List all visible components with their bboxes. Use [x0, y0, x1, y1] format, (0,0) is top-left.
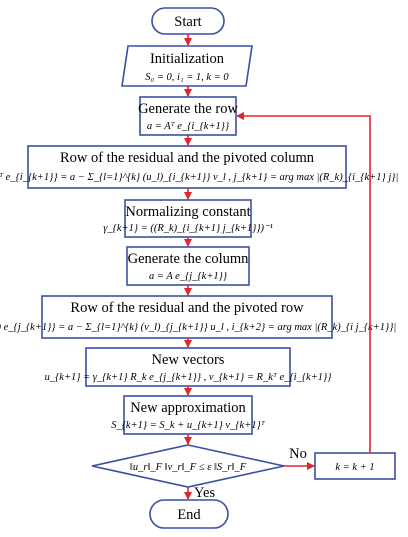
decision-formula: ‖u_r‖_F ‖v_r‖_F ≤ ε ‖S_r‖_F	[130, 462, 247, 473]
row-residual-title: Row of the residual and the pivoted colu…	[60, 150, 315, 166]
increment-node: k = k + 1	[314, 452, 396, 480]
new-vectors-title: New vectors	[152, 352, 225, 368]
start-node: Start	[151, 7, 225, 35]
normalizing-formula: γ_{k+1} = ((R_k)_{i_{k+1} j_{k+1}})⁻¹	[103, 223, 273, 234]
end-node: End	[149, 499, 229, 529]
init-formula: S₀ = 0, i₁ = 1, k = 0	[145, 72, 229, 83]
col-residual-formula: (R_k) e_{j_{k+1}} = a − Σ_{l=1}^{k} (v_l…	[0, 322, 396, 333]
row-residual-formula: (R_k)ᵀ e_{i_{k+1}} = a − Σ_{l=1}^{k} (u_…	[0, 172, 398, 183]
gen-col-title: Generate the column	[128, 251, 250, 267]
convergence-decision-node: ‖u_r‖_F ‖v_r‖_F ≤ ε ‖S_r‖_F	[91, 444, 285, 488]
row-residual-node: Row of the residual and the pivoted colu…	[0, 145, 398, 189]
initialization-node: Initialization S₀ = 0, i₁ = 1, k = 0	[121, 45, 253, 87]
end-label: End	[177, 507, 201, 523]
col-residual-node: Row of the residual and the pivoted row …	[0, 295, 396, 339]
new-vectors-node: New vectors u_{k+1} = γ_{k+1} R_k e_{j_{…	[45, 347, 333, 387]
new-vectors-formula: u_{k+1} = γ_{k+1} R_k e_{j_{k+1}} , v_{k…	[45, 372, 333, 383]
yes-label: Yes	[194, 485, 215, 501]
new-approx-formula: S_{k+1} = S_k + u_{k+1} v_{k+1}ᵀ	[111, 420, 266, 431]
increment-formula: k = k + 1	[335, 462, 374, 473]
generate-row-node: Generate the row a = Aᵀ e_{i_{k+1}}	[138, 96, 238, 136]
arrow-increment-genrow	[236, 112, 371, 453]
normalizing-title: Normalizing constant	[125, 204, 250, 220]
normalizing-node: Normalizing constant γ_{k+1} = ((R_k)_{i…	[103, 199, 273, 238]
gen-col-formula: a = A e_{j_{k+1}}	[149, 271, 228, 282]
no-label: No	[289, 446, 307, 462]
start-label: Start	[174, 14, 201, 30]
gen-row-formula: a = Aᵀ e_{i_{k+1}}	[147, 121, 230, 132]
col-residual-title: Row of the residual and the pivoted row	[70, 300, 304, 316]
init-title: Initialization	[150, 51, 225, 67]
loop-back-arrows	[236, 112, 371, 470]
new-approx-title: New approximation	[130, 400, 246, 416]
generate-column-node: Generate the column a = A e_{j_{k+1}}	[126, 246, 250, 286]
gen-row-title: Generate the row	[138, 101, 238, 117]
new-approximation-node: New approximation S_{k+1} = S_k + u_{k+1…	[111, 395, 266, 435]
